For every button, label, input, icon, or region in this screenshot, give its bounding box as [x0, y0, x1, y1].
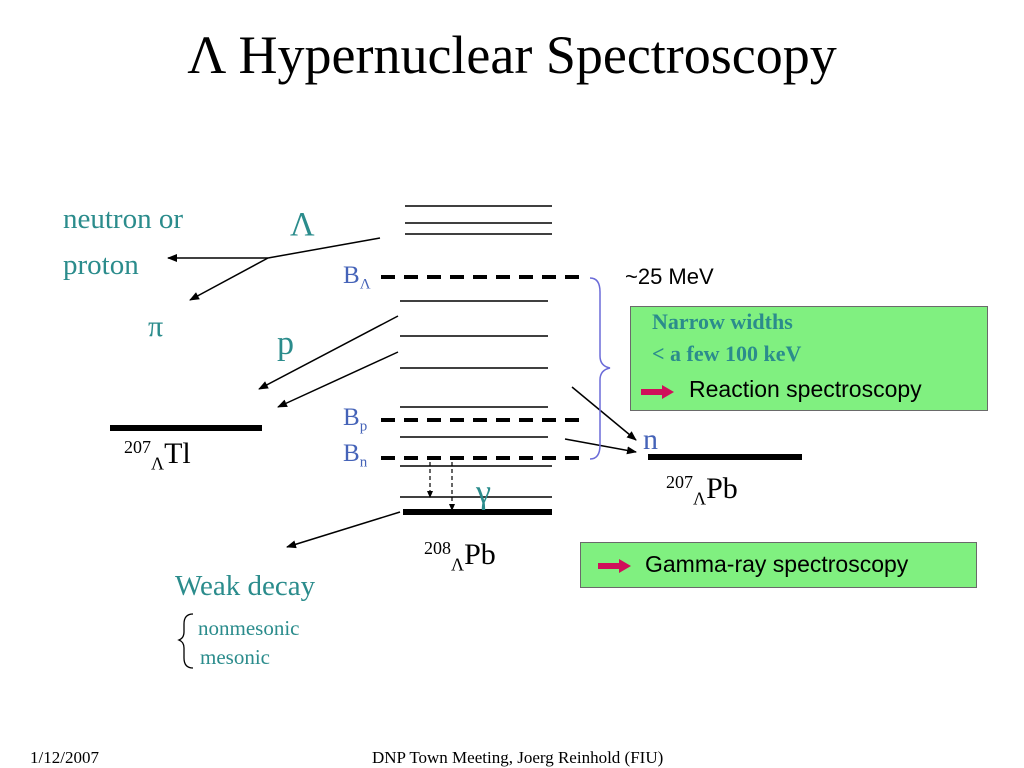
neutron-arrow [571, 386, 637, 441]
label-pi: π [148, 310, 164, 343]
bn-label: Bn [343, 440, 367, 471]
bn-main: B [343, 440, 360, 467]
weak-decay-brace [177, 613, 194, 669]
footer-text: DNP Town Meeting, Joerg Reinhold (FIU) [372, 748, 664, 767]
pion-arrow [189, 257, 269, 301]
tl-lambda-subscript: Λ [151, 453, 165, 474]
nucleus-tl207: 207ΛTl [124, 437, 191, 474]
nucleus-pb207: 207ΛPb [666, 472, 738, 509]
nonmesonic-label: nonmesonic [198, 616, 300, 640]
gamma-spectroscopy-label: Gamma-ray spectroscopy [645, 551, 909, 577]
energy-label: ~25 MeV [625, 264, 714, 289]
label-neutron: n [643, 423, 658, 456]
label-p: p [277, 325, 294, 362]
weak-decay-title: Weak decay [175, 570, 316, 602]
gamma-spectroscopy-box: Gamma-ray spectroscopy [580, 542, 977, 588]
footer-date: 1/12/2007 [30, 748, 99, 767]
label-lambda: Λ [290, 206, 315, 243]
pb207-symbol: Pb [706, 472, 738, 505]
lambda-line [267, 237, 381, 259]
red-arrow-icon [641, 385, 674, 399]
ground-levels [400, 496, 552, 515]
red-arrow-icon [598, 559, 631, 573]
upper-levels [405, 205, 552, 235]
label-proton: proton [63, 249, 139, 281]
label-neutron-or: neutron or [63, 203, 183, 235]
mesonic-label: mesonic [200, 645, 270, 669]
bn-sub: n [359, 454, 368, 471]
pb207-lambda-subscript: Λ [693, 488, 707, 509]
reaction-spectroscopy-box: Narrow widths < a few 100 keV Reaction s… [630, 306, 988, 411]
reaction-spectroscopy-label: Reaction spectroscopy [689, 376, 922, 402]
nucleus-pb208: 208ΛPb [424, 538, 496, 575]
pb208-lambda-subscript: Λ [451, 554, 465, 575]
few-keV-text: < a few 100 keV [652, 341, 802, 366]
b-lambda-main: B [343, 262, 360, 289]
bp-label: Bp [343, 404, 367, 435]
pb207-mass-number: 207 [666, 472, 693, 493]
narrow-widths-text: Narrow widths [652, 309, 793, 334]
b-lambda-sub: Λ [359, 276, 371, 293]
proton-arrow [277, 351, 399, 408]
b-lambda-label: BΛ [343, 262, 371, 293]
weak-decay-arrow [286, 511, 401, 549]
middle-levels [400, 300, 552, 467]
pb208-mass-number: 208 [424, 538, 451, 559]
tl-mass-number: 207 [124, 437, 151, 458]
label-gamma: γ [476, 474, 492, 511]
proton-arrow [258, 315, 399, 390]
bp-main: B [343, 404, 360, 431]
pb208-symbol: Pb [464, 538, 496, 571]
bp-sub: p [359, 418, 368, 435]
energy-range-brace [589, 277, 611, 460]
tl-symbol: Tl [164, 437, 191, 470]
slide-title: Λ Hypernuclear Spectroscopy [187, 25, 837, 85]
